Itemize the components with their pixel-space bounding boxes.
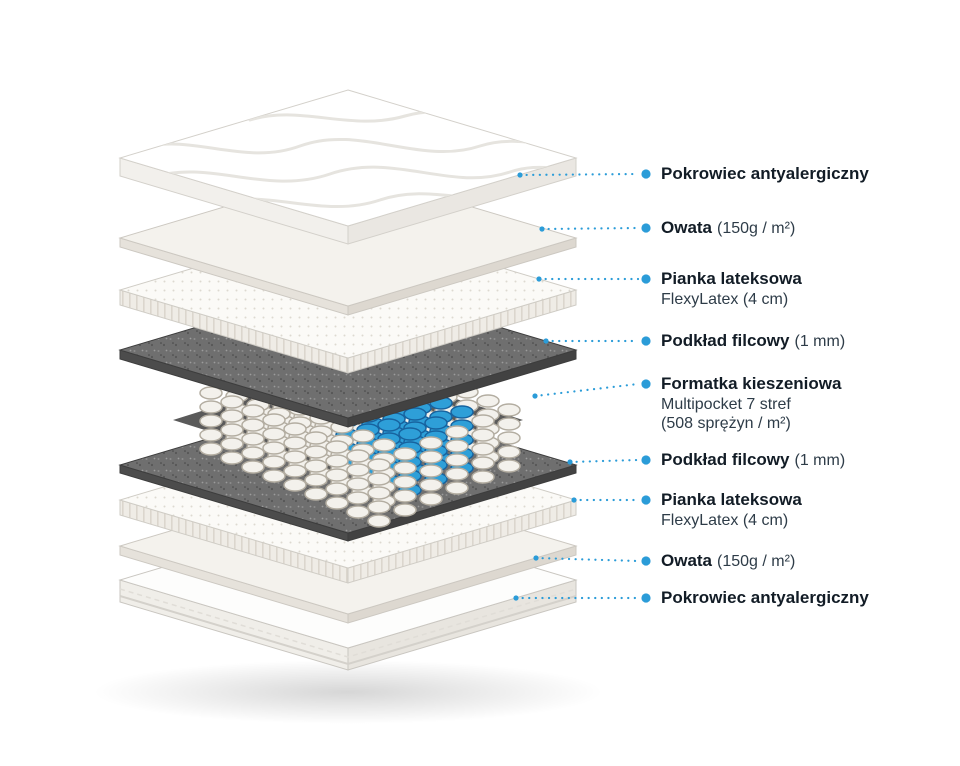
ground-shadow [93,660,603,724]
connector-anchor-dot [539,226,545,232]
layer-label-line: (508 sprężyn / m²) [661,415,791,432]
spring-coil [346,449,370,519]
label-pokrowiec-antyalergiczny-bottom: Pokrowiec antyalergiczny [661,587,874,609]
layer-label-suffix: (1 mm) [794,333,846,350]
spring-coil [241,404,265,474]
spring-coil [304,431,328,501]
spring-coil [393,447,417,517]
label-owata-top: Owata(150g / m²) [661,217,795,239]
layer-label-title: Pokrowiec antyalergiczny [661,588,869,607]
layer-label-line: Multipocket 7 stref [661,396,791,413]
label-owata-bottom: Owata(150g / m²) [661,550,795,572]
connector-anchor-dot [567,459,573,465]
connector-dot [641,169,651,179]
connector-line [518,172,640,177]
layer-label-suffix: (150g / m²) [717,553,796,570]
spring-coil [220,395,244,465]
layer-label-suffix: (1 mm) [794,452,846,469]
label-pokrowiec-antyalergiczny-top: Pokrowiec antyalergiczny [661,163,874,185]
connector-anchor-dot [536,276,542,282]
layer-label-title: Pianka lateksowa [661,269,802,288]
quilt-wave [148,164,576,183]
bottom-cover-stitch [119,588,577,658]
label-formatka-kieszeniowa: Formatka kieszeniowa Multipocket 7 stref… [661,373,846,433]
spring-coil [367,458,391,528]
connector-dot [641,379,651,389]
layer-label-suffix: (150g / m²) [717,220,796,237]
spring-coil [471,414,495,484]
layer-label-line: FlexyLatex (4 cm) [661,512,789,529]
connector-dot [641,336,651,346]
spring-coil [325,440,349,510]
connector-anchor-dot [513,595,519,601]
label-podklad-filcowy-top: Podkład filcowy(1 mm) [661,330,845,352]
spring-coil [445,425,469,495]
layer-label-line: FlexyLatex (4 cm) [661,291,789,308]
spring-coil [262,413,286,483]
spring-coil [199,386,223,456]
layer-label-title: Owata(150g / m²) [661,551,796,570]
connector-anchor-dot [532,393,538,399]
label-pianka-lateksowa-top: Pianka lateksowa FlexyLatex (4 cm) [661,268,807,309]
connector-anchor-dot [517,172,523,178]
layer-label-title: Owata(150g / m²) [661,218,796,237]
spring-coil [419,436,443,506]
connector-dot [641,223,651,233]
connector-dot [641,274,651,284]
label-podklad-filcowy-bottom: Podkład filcowy(1 mm) [661,449,845,471]
layer-label-title: Pokrowiec antyalergiczny [661,164,869,183]
connector-anchor-dot [543,338,549,344]
layer-label-title: Pianka lateksowa [661,490,802,509]
bottom-cover-trim [119,595,577,666]
spring-coil [283,422,307,492]
connector-anchor-dot [533,555,539,561]
connector-line [533,382,640,398]
layer-label-title: Formatka kieszeniowa [661,374,842,393]
connector-line [568,458,640,464]
connector-dot [641,455,651,465]
spring-coil [497,403,521,473]
connector-dot [641,593,651,603]
connector-line [540,226,640,231]
connector-dot [641,556,651,566]
connector-line [534,556,640,563]
layer-label-title: Podkład filcowy(1 mm) [661,450,846,469]
top-cover-top [118,89,578,227]
label-pianka-lateksowa-bottom: Pianka lateksowa FlexyLatex (4 cm) [661,489,807,530]
connector-anchor-dot [571,497,577,503]
connector-dot [641,495,651,505]
layer-label-title: Podkład filcowy(1 mm) [661,331,846,350]
